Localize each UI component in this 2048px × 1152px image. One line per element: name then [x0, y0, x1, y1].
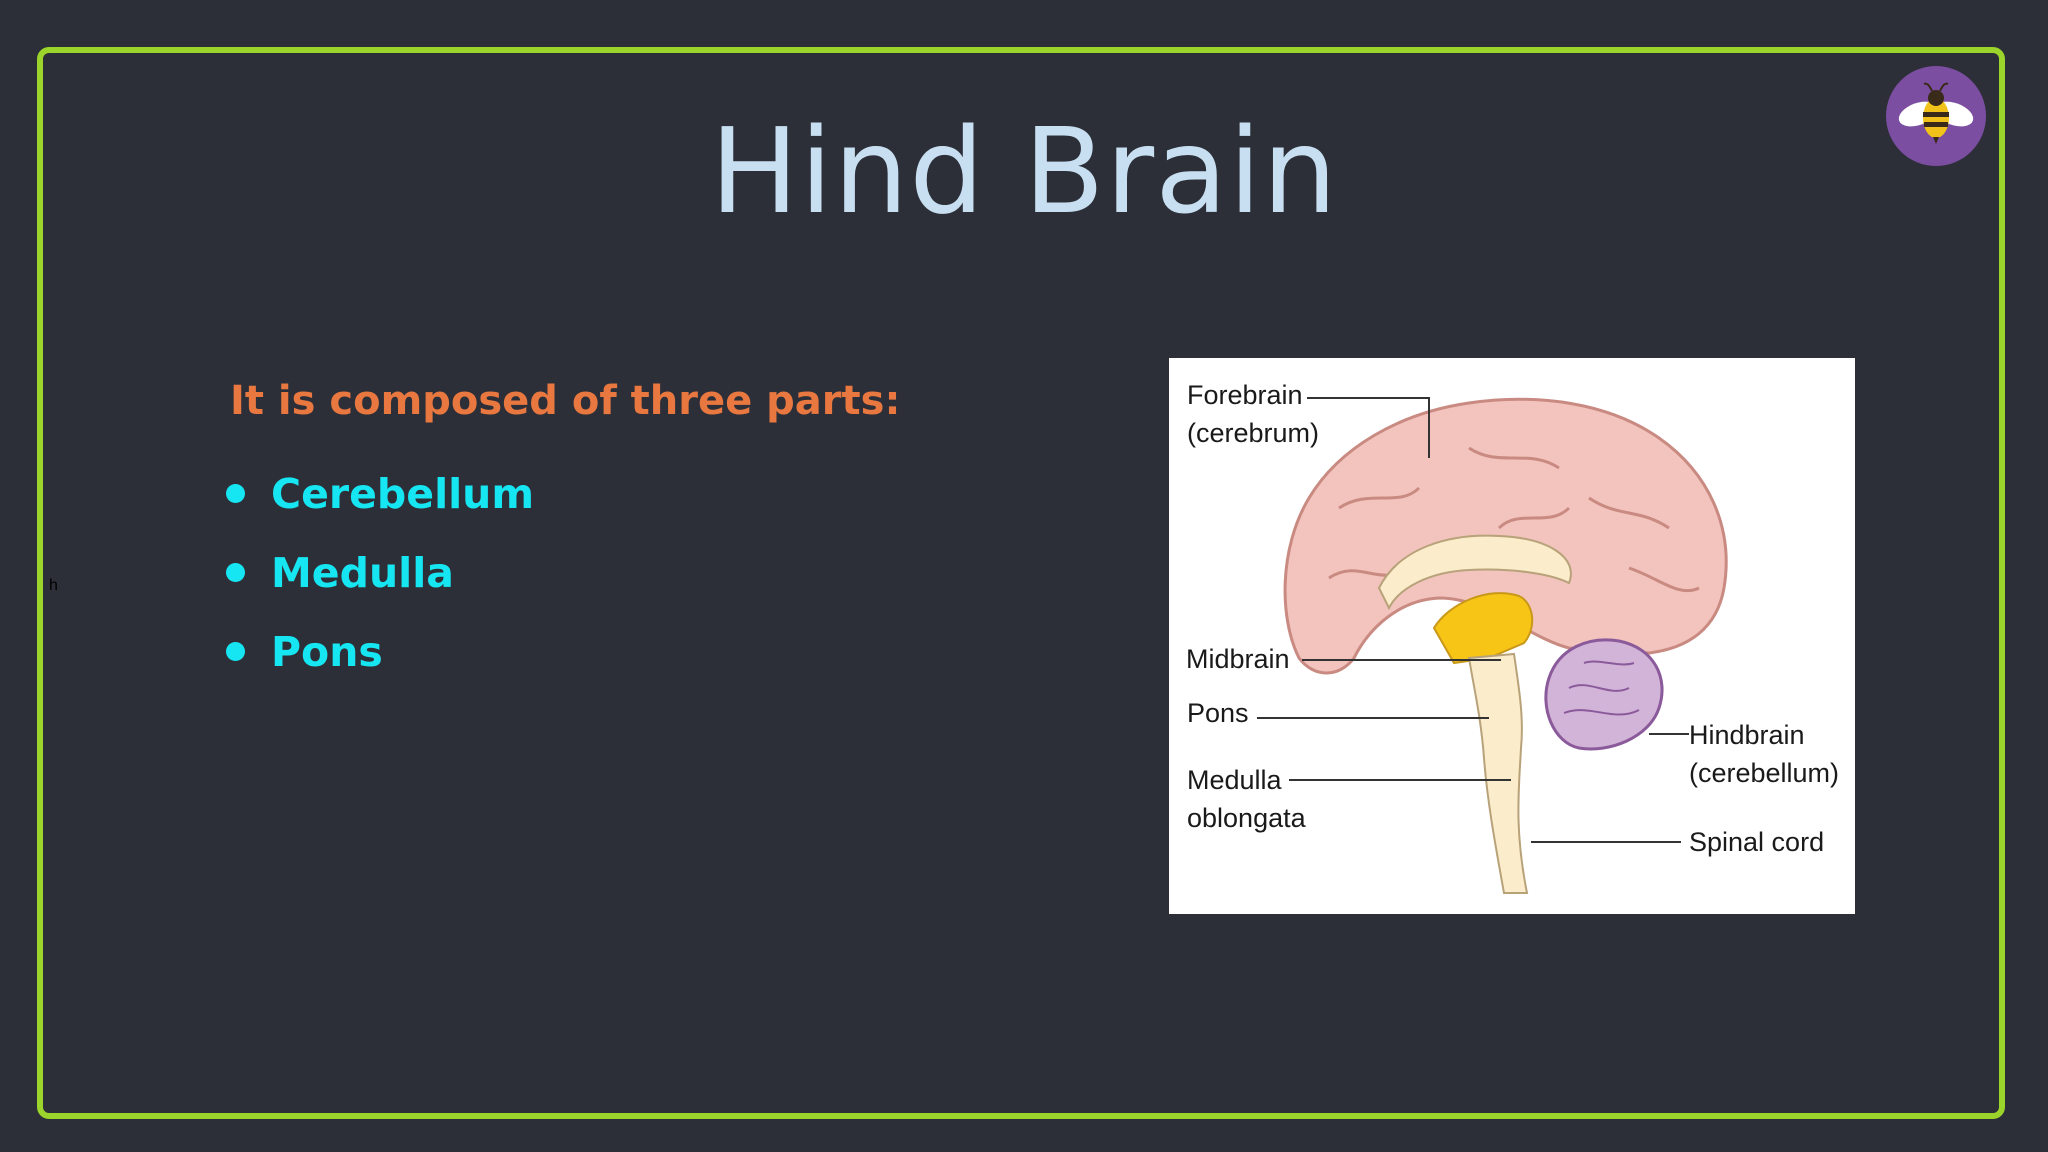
bee-logo — [1886, 66, 1986, 166]
list-item-label: Medulla — [271, 548, 454, 597]
bee-icon — [1898, 82, 1974, 144]
brain-diagram: Forebrain (cerebrum) Midbrain Pons Medul… — [1169, 358, 1855, 914]
parts-list: Cerebellum Medulla Pons — [222, 454, 534, 691]
slide-frame — [37, 47, 2005, 1119]
brainstem-shape — [1467, 652, 1529, 894]
slide-title: Hind Brain — [709, 102, 1339, 240]
bullet-icon — [226, 484, 245, 503]
corpus-callosum-shape — [1377, 534, 1572, 611]
list-item-label: Cerebellum — [271, 469, 535, 518]
list-item: Medulla — [222, 533, 534, 612]
list-item: Cerebellum — [222, 454, 534, 533]
label-cerebellum: (cerebellum) — [1689, 758, 1840, 788]
list-item: Pons — [222, 612, 534, 691]
label-medulla: Medulla — [1187, 765, 1282, 795]
label-oblongata: oblongata — [1187, 803, 1306, 833]
list-item-label: Pons — [271, 627, 383, 676]
label-pons: Pons — [1187, 698, 1249, 728]
bullet-icon — [226, 642, 245, 661]
stray-text: h — [49, 577, 58, 594]
bullet-icon — [226, 563, 245, 582]
label-spinal-cord: Spinal cord — [1689, 827, 1825, 857]
label-midbrain: Midbrain — [1186, 644, 1290, 674]
label-hindbrain: Hindbrain — [1689, 720, 1805, 750]
label-cerebrum: (cerebrum) — [1187, 418, 1320, 448]
midbrain-shape — [1432, 592, 1534, 665]
label-forebrain: Forebrain — [1187, 380, 1303, 410]
intro-text: It is composed of three parts: — [230, 378, 901, 424]
cerebellum-shape — [1544, 638, 1664, 751]
brain-illustration — [1257, 397, 1728, 894]
